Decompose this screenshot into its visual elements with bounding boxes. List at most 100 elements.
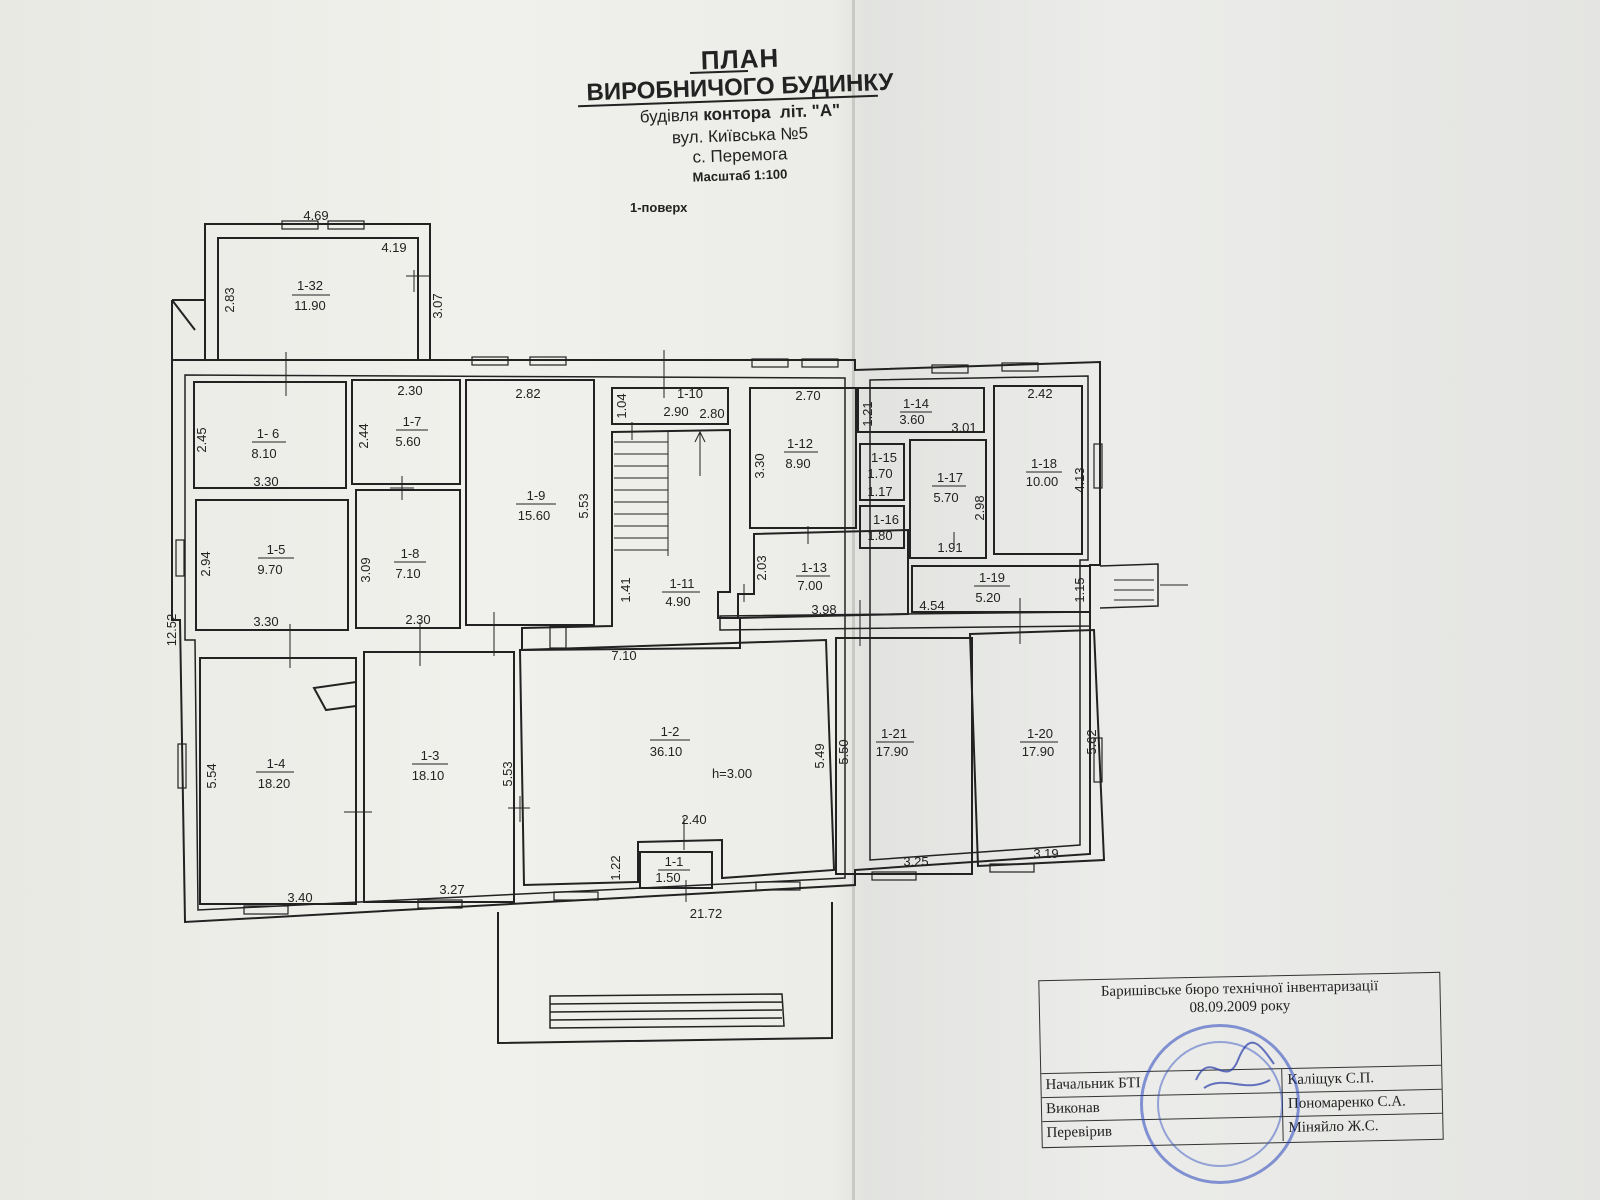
dim-1-91: 1.91 xyxy=(937,540,962,555)
room-1-5-area: 9.70 xyxy=(257,562,282,577)
dim-4-19: 4.19 xyxy=(381,240,406,255)
room-labels: 1-32 11.90 1- 6 8.10 1-7 5.60 1-9 15.60 … xyxy=(251,278,1062,885)
room-1-2-area: 36.10 xyxy=(650,744,683,759)
room-1-8-outline xyxy=(355,489,461,629)
room-1-14-id: 1-14 xyxy=(903,396,929,411)
dim-2-70: 2.70 xyxy=(795,388,820,403)
dim-3-07: 3.07 xyxy=(430,293,445,318)
room-1-11-id: 1-11 xyxy=(669,576,694,591)
room-1-11-area: 4.90 xyxy=(665,594,690,609)
room-1-7-area: 5.60 xyxy=(395,434,420,449)
room-1-3-area: 18.10 xyxy=(412,768,445,783)
room-1-7-outline xyxy=(351,379,461,485)
room-1-15-id: 1-15 xyxy=(871,450,897,465)
room-1-20-outline xyxy=(968,628,1106,868)
dim-1-41: 1.41 xyxy=(618,577,633,602)
dim-7-10: 7.10 xyxy=(611,648,636,663)
dim-5-49: 5.49 xyxy=(812,743,827,768)
side-entrance-steps xyxy=(1114,579,1188,601)
dim-5-53-a: 5.53 xyxy=(576,493,591,518)
room-1-9-area: 15.60 xyxy=(518,508,551,523)
room-1-8-id: 1-8 xyxy=(401,546,420,561)
room-1-9-outline xyxy=(465,379,595,626)
room-1-21-id: 1-21 xyxy=(881,726,907,741)
room-1-12-id: 1-12 xyxy=(787,436,813,451)
room-1-14-outline xyxy=(857,387,985,433)
room-1-2-height: h=3.00 xyxy=(712,766,752,781)
room-1-10-outline xyxy=(611,387,729,425)
dim-5-50: 5.50 xyxy=(836,739,851,764)
room-1-21-outline xyxy=(835,637,973,875)
room-1-16-outline xyxy=(859,505,905,549)
dim-3-19: 3.19 xyxy=(1033,846,1058,861)
room-1-17-area: 5.70 xyxy=(933,490,958,505)
room-1-3-outline xyxy=(363,651,515,903)
dim-2-82: 2.82 xyxy=(515,386,540,401)
dim-2-42: 2.42 xyxy=(1027,386,1052,401)
official-seal xyxy=(1140,1024,1300,1184)
dim-2-90: 2.90 xyxy=(663,404,688,419)
dim-1-15: 1.15 xyxy=(1072,577,1087,602)
room-1-5-outline xyxy=(195,499,349,631)
dim-1-21: 1.21 xyxy=(860,401,875,426)
right-wing-inner xyxy=(869,375,1089,861)
room-1-19-area: 5.20 xyxy=(975,590,1000,605)
room-1-7-id: 1-7 xyxy=(403,414,422,429)
dim-4-54: 4.54 xyxy=(919,598,944,613)
room-1-13-id: 1-13 xyxy=(801,560,827,575)
dim-4-69: 4.69 xyxy=(303,208,328,223)
dim-2-98: 2.98 xyxy=(972,495,987,520)
front-porch xyxy=(497,902,833,1045)
room-1-19-outline xyxy=(911,565,1091,613)
room-1-1-id: 1-1 xyxy=(665,854,684,869)
room-1-32-area: 11.90 xyxy=(294,298,326,313)
room-1-17-outline xyxy=(909,439,987,559)
dim-2-80: 2.80 xyxy=(699,406,724,421)
dim-21-72: 21.72 xyxy=(690,906,723,921)
room-1-15-outline xyxy=(859,443,905,501)
dim-3-30-a: 3.30 xyxy=(253,474,278,489)
dim-2-40: 2.40 xyxy=(681,812,706,827)
dim-1-17: 1.17 xyxy=(867,484,892,499)
room-1-17-id: 1-17 xyxy=(937,470,963,485)
name-checker: Міняйло Ж.С. xyxy=(1288,1118,1379,1137)
dim-3-27: 3.27 xyxy=(439,882,464,897)
room-1-4-stove xyxy=(312,680,357,712)
room-1-32-id: 1-32 xyxy=(297,278,323,293)
room-1-8-area: 7.10 xyxy=(395,566,420,581)
dim-3-40: 3.40 xyxy=(287,890,312,905)
room-1-1-outline xyxy=(639,851,713,889)
dim-5-53-b: 5.53 xyxy=(500,761,515,786)
room-1-2-id: 1-2 xyxy=(661,724,680,739)
room-1-3-id: 1-3 xyxy=(421,748,440,763)
dim-2-83: 2.83 xyxy=(222,287,237,312)
dim-2-30-bottom: 2.30 xyxy=(405,612,430,627)
dim-3-09: 3.09 xyxy=(358,557,373,582)
room-1-10-id: 1-10 xyxy=(677,386,703,401)
room-1-19-id: 1-19 xyxy=(979,570,1005,585)
room-1-13-area: 7.00 xyxy=(797,578,822,593)
dim-2-44: 2.44 xyxy=(356,423,371,448)
room-1-18-id: 1-18 xyxy=(1031,456,1057,471)
room-1-16-id: 1-16 xyxy=(873,512,899,527)
dim-3-30-b: 3.30 xyxy=(752,453,767,478)
room-1-4-outline xyxy=(199,657,357,905)
role-performer: Виконав xyxy=(1045,1099,1100,1118)
paper-fold xyxy=(852,0,855,1200)
dim-4-13: 4.13 xyxy=(1072,467,1087,492)
room-1-20-id: 1-20 xyxy=(1027,726,1053,741)
room-1-4-id: 1-4 xyxy=(267,756,286,771)
dim-3-98: 3.98 xyxy=(811,602,836,617)
dim-2-45: 2.45 xyxy=(194,427,209,452)
door-marks xyxy=(285,270,1021,902)
room-1-15-area: 1.70 xyxy=(867,466,892,481)
dim-12-52: 12.52 xyxy=(164,614,179,647)
room-1-6-id: 1- 6 xyxy=(257,426,279,441)
windows xyxy=(175,220,1103,915)
room-1-18-area: 10.00 xyxy=(1026,474,1059,489)
room-1-20-area: 17.90 xyxy=(1022,744,1055,759)
room-1-1-area: 1.50 xyxy=(655,870,680,885)
stair-steps xyxy=(614,430,706,556)
